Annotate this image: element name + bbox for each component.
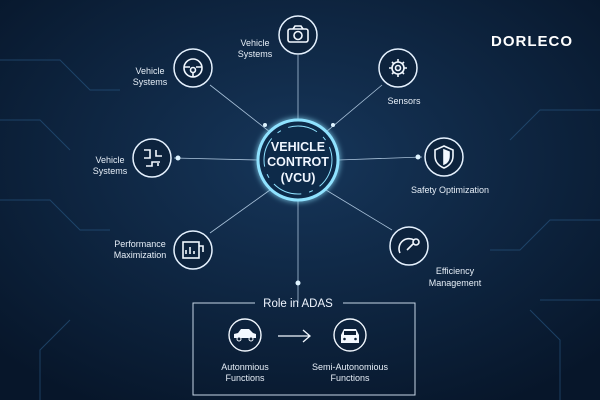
connector-lines <box>173 55 423 303</box>
adas-to-2: Functions <box>330 373 370 383</box>
car-front-icon <box>341 329 359 343</box>
steering-wheel-icon <box>183 58 203 78</box>
dorleco-logo: DORLECO <box>491 33 573 50</box>
center-line-2: CONTROT <box>267 155 329 169</box>
label-left-1: Vehicle <box>95 155 124 165</box>
arrow-icon <box>278 329 311 343</box>
label-top-1: Vehicle <box>240 38 269 48</box>
label-bottom-right-2: Management <box>429 278 482 288</box>
label-bottom-left-1: Performance <box>114 239 166 249</box>
shield-icon <box>434 145 454 169</box>
adas-title: Role in ADAS <box>263 298 333 310</box>
gear-icon <box>389 59 407 77</box>
label-top-right: Sensors <box>387 96 421 106</box>
camera-icon <box>287 25 309 43</box>
vcu-center-node[interactable]: VEHICLE CONTROT (VCU) <box>256 118 340 202</box>
adas-to-1: Semi-Autonomious <box>312 362 389 372</box>
label-top-left-2: Systems <box>133 77 168 87</box>
adas-from-2: Functions <box>225 373 265 383</box>
circuit-icon <box>144 149 162 167</box>
label-top-left-1: Vehicle <box>135 66 164 76</box>
adas-from-1: Autonmious <box>221 362 269 372</box>
adas-box: Role in ADAS Autonmious Functions Semi-A… <box>192 298 416 396</box>
performance-chart-icon <box>182 241 204 259</box>
gauge-icon <box>398 237 420 254</box>
label-bottom-right-1: Efficiency <box>436 266 475 276</box>
label-bottom-left-2: Maximization <box>114 250 167 260</box>
center-line-3: (VCU) <box>281 171 316 185</box>
label-top-2: Systems <box>238 49 273 59</box>
circuit-traces <box>0 59 600 400</box>
label-right: Safety Optimization <box>411 185 489 195</box>
label-left-2: Systems <box>93 166 128 176</box>
connector-dots <box>175 123 421 286</box>
car-side-icon <box>234 329 256 342</box>
center-line-1: VEHICLE <box>271 140 325 154</box>
